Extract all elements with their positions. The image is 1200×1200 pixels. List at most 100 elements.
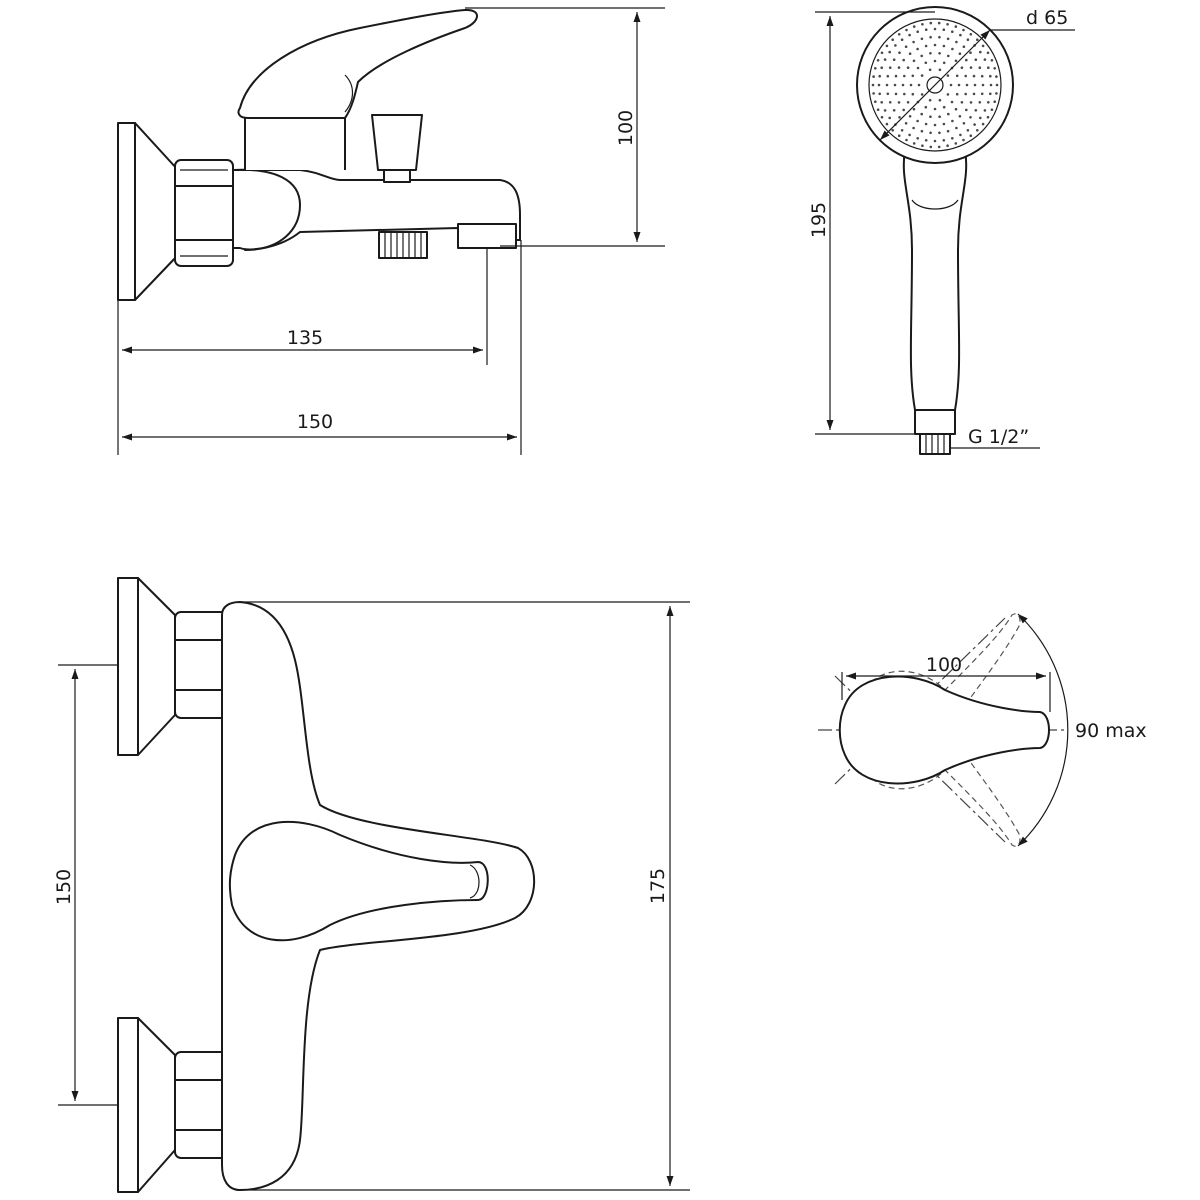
diameter-label: d 65 (1026, 7, 1068, 29)
spray-hole (929, 21, 933, 25)
spray-hole (872, 75, 875, 78)
spray-hole (892, 58, 896, 61)
spray-hole (949, 83, 953, 87)
spray-hole (903, 92, 906, 96)
spray-hole (983, 109, 987, 112)
spray-hole (969, 51, 972, 54)
spray-hole (924, 139, 928, 142)
spray-hole (965, 108, 968, 112)
spray-hole (874, 100, 877, 103)
spray-hole (987, 101, 990, 104)
dimension-depth-label: 150 (297, 411, 333, 433)
hex-nut (174, 159, 234, 267)
spray-hole (980, 74, 984, 78)
spray-hole (983, 58, 987, 61)
spray-hole (990, 59, 994, 62)
spray-hole (920, 112, 923, 116)
spray-hole (976, 38, 979, 41)
spray-hole (894, 74, 898, 78)
spray-hole (876, 108, 880, 111)
spray-hole (916, 66, 920, 70)
spray-hole (906, 66, 910, 69)
spray-hole (885, 122, 889, 126)
spray-hole (933, 139, 937, 143)
spray-hole (972, 74, 976, 78)
spray-hole (883, 58, 887, 61)
spray-hole (933, 107, 937, 111)
spray-hole (924, 122, 928, 126)
thread-label: G 1/2” (968, 426, 1029, 448)
spray-hole (880, 101, 883, 104)
spray-hole (946, 129, 950, 133)
spray-hole (901, 83, 905, 87)
front-view: 150 175 (53, 577, 690, 1193)
spray-hole (886, 92, 890, 96)
spray-hole (929, 35, 932, 39)
spray-hole (981, 83, 985, 87)
spray-hole (908, 115, 912, 118)
spray-hole (911, 74, 915, 78)
dimension-spout-reach-label: 135 (287, 327, 323, 349)
spray-hole (911, 92, 915, 96)
spray-hole (993, 100, 996, 103)
spray-hole (942, 105, 946, 109)
spray-hole (981, 44, 985, 48)
spray-hole (951, 47, 954, 51)
spray-hole (950, 100, 954, 104)
spray-hole (902, 58, 905, 62)
spray-hole (903, 74, 906, 78)
spray-hole (954, 59, 958, 63)
spray-hole (912, 126, 915, 130)
spray-hole (938, 131, 941, 135)
spray-hole (898, 116, 901, 119)
spray-hole (946, 93, 950, 96)
spray-hole (924, 28, 928, 32)
spray-hole (955, 40, 958, 44)
hand-shower-view: d 65 195 G 1/2” (808, 6, 1075, 455)
spray-hole (954, 142, 958, 145)
spray-hole (888, 50, 891, 54)
spray-hole (888, 66, 892, 69)
spray-hole (969, 33, 973, 36)
spray-hole (912, 107, 916, 111)
spray-hole (929, 115, 932, 118)
spray-hole (921, 23, 924, 26)
spray-hole (871, 83, 875, 87)
spray-hole (900, 38, 904, 41)
spray-hole (904, 45, 908, 48)
spray-hole (905, 138, 908, 142)
spray-hole (891, 38, 894, 41)
spray-hole (880, 115, 884, 119)
lever-top-view (838, 675, 1050, 785)
spray-hole (946, 144, 949, 147)
spray-hole (924, 61, 928, 65)
hose-thread (378, 231, 428, 259)
spray-hole (979, 116, 982, 120)
spray-hole (942, 44, 946, 48)
spray-hole (920, 37, 924, 41)
spray-hole (993, 67, 996, 70)
spray-hole (920, 129, 924, 133)
spray-hole (942, 122, 946, 126)
spray-hole (894, 44, 897, 47)
spray-hole (883, 109, 887, 112)
spray-hole (933, 27, 937, 31)
spray-hole (874, 67, 877, 70)
spray-hole (920, 54, 923, 58)
spray-hole (995, 83, 999, 87)
spray-hole (974, 109, 978, 112)
spray-hole (917, 83, 921, 87)
spray-hole (995, 92, 998, 95)
diameter-leader (879, 29, 991, 141)
spray-hole (959, 133, 962, 137)
rotation-arc (1017, 613, 1069, 847)
spray-hole (924, 105, 928, 109)
spray-hole (969, 116, 972, 119)
spray-hole (962, 28, 965, 32)
wall-flange (117, 122, 179, 301)
spray-hole (891, 129, 894, 132)
spray-hole (912, 59, 916, 63)
spray-hole (955, 92, 959, 96)
spray-hole (938, 98, 942, 102)
diverter-knob (371, 114, 423, 183)
